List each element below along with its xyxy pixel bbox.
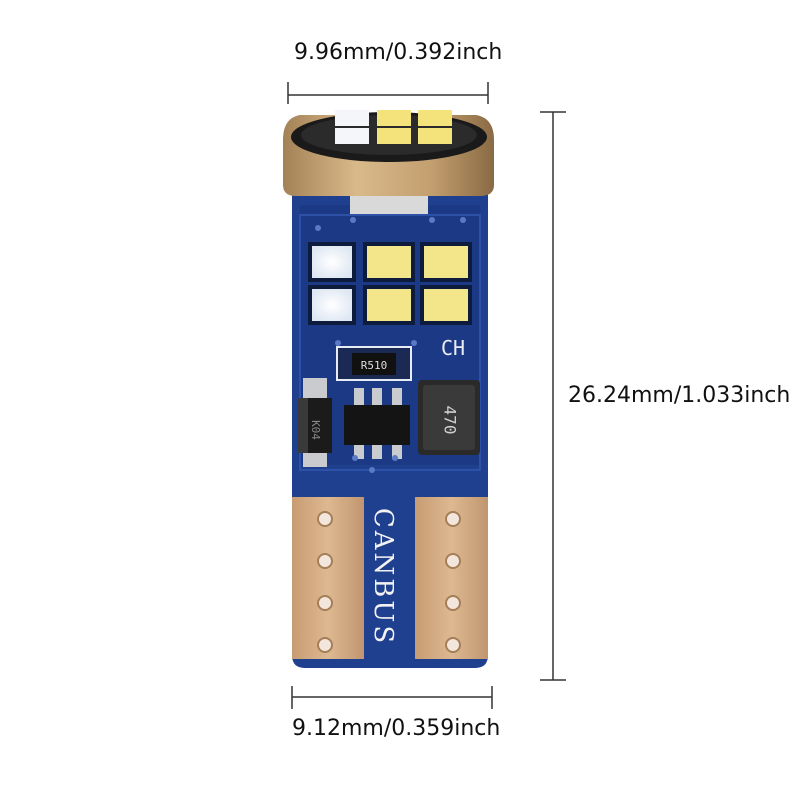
led-chip: [420, 242, 472, 282]
diode-code: K04: [309, 420, 322, 440]
led-chip: [308, 285, 356, 325]
inductor: 470: [418, 380, 480, 455]
right-contact-pad: [415, 497, 488, 659]
top-led-array: [335, 110, 452, 144]
top-dimension-line: [287, 82, 489, 104]
led-chip: [308, 242, 356, 282]
inductor-code: 470: [441, 406, 460, 435]
top-width-label: 9.96mm/0.392inch: [294, 40, 503, 65]
resistor: R510: [336, 346, 412, 381]
diode: K04: [298, 378, 332, 467]
height-label: 26.24mm/1.033inch: [568, 383, 791, 408]
resistor-code: R510: [361, 359, 388, 372]
bottom-dimension-line: [291, 686, 493, 709]
ch-silkscreen: CH: [441, 336, 465, 360]
ic-chip: [344, 388, 410, 459]
led-array: [308, 242, 472, 325]
led-chip: [363, 242, 415, 282]
height-dimension-line: [540, 111, 566, 681]
left-contact-pad: [292, 497, 364, 659]
led-chip: [420, 285, 472, 325]
led-chip: [363, 285, 415, 325]
bottom-width-label: 9.12mm/0.359inch: [292, 716, 501, 741]
canbus-label: CANBUS: [368, 508, 398, 646]
pcb-vias: [315, 217, 466, 473]
